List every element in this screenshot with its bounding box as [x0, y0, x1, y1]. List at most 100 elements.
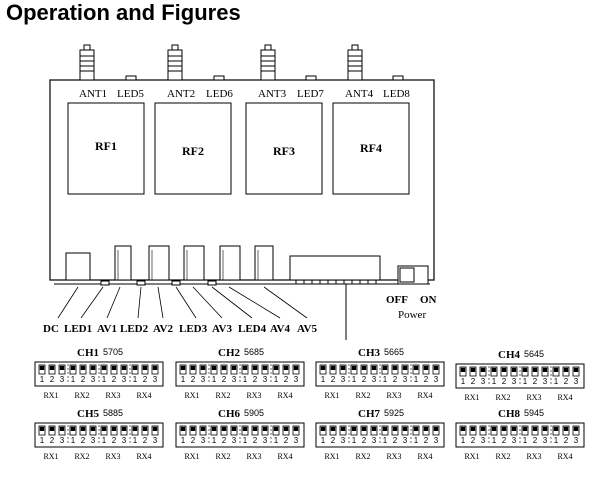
- dip-switch-number: 3: [543, 436, 548, 445]
- port-label-av4: AV4: [270, 323, 290, 335]
- dip-switch-number: 3: [153, 375, 158, 384]
- dip-switch-number: 2: [112, 436, 117, 445]
- channel-frequency: 5645: [524, 349, 544, 359]
- dip-switch-knob: [371, 365, 377, 370]
- dip-switch-number: 3: [512, 377, 517, 386]
- dip-switch-knob: [273, 365, 279, 370]
- dip-switch-knob: [532, 426, 538, 431]
- dip-switch-knob: [242, 426, 248, 431]
- dip-switch-number: 2: [424, 375, 429, 384]
- dip-switch-knob: [351, 365, 357, 370]
- dip-switch-knob: [111, 426, 117, 431]
- dip-switch-knob: [39, 365, 45, 370]
- dip-switch-knob: [413, 365, 419, 370]
- dip-switch-number: 3: [341, 375, 346, 384]
- port-label-av1: AV1: [97, 323, 117, 335]
- dip-switch-knob: [200, 365, 206, 370]
- dip-switch-knob: [511, 426, 517, 431]
- receiver-label: RX3: [246, 391, 261, 400]
- dip-switch-number: 1: [492, 436, 497, 445]
- dip-switch-number: 2: [424, 436, 429, 445]
- dip-switch-number: 3: [232, 375, 237, 384]
- dip-switch-number: 2: [284, 436, 289, 445]
- dip-switch-number: 2: [533, 377, 538, 386]
- power-on-label: ON: [420, 294, 437, 306]
- dip-switch-knob: [111, 365, 117, 370]
- port-leader-lines: [57, 286, 308, 319]
- receiver-label: RX4: [417, 452, 432, 461]
- dip-switch-knob: [211, 426, 217, 431]
- dip-switch-knob: [470, 367, 476, 372]
- receiver-label: RX2: [74, 391, 89, 400]
- channel-frequency: 5885: [103, 408, 123, 418]
- receiver-label: RX3: [105, 391, 120, 400]
- dip-switch-knob: [242, 365, 248, 370]
- dip-switch-number: 3: [263, 436, 268, 445]
- dip-switch-knob: [59, 365, 65, 370]
- dip-switch-number: 1: [71, 436, 76, 445]
- dip-switch-knob: [49, 426, 55, 431]
- dip-switch-number: 1: [274, 436, 279, 445]
- led-3: [171, 280, 181, 286]
- rf-module-3: [245, 102, 323, 195]
- dip-switch-number: 1: [133, 436, 138, 445]
- dip-switch-knob: [573, 426, 579, 431]
- dip-switch-knob: [121, 426, 127, 431]
- dip-switch-knob: [101, 365, 107, 370]
- dip-switch-number: 2: [284, 375, 289, 384]
- dip-switch-knob: [330, 426, 336, 431]
- dip-switch-knob: [340, 426, 346, 431]
- dip-switch-number: 3: [263, 375, 268, 384]
- dip-switch-knob: [132, 426, 138, 431]
- receiver-label: RX4: [136, 391, 151, 400]
- dip-switch-knob: [262, 365, 268, 370]
- dip-switch-number: 3: [91, 375, 96, 384]
- dip-switch-number: 1: [40, 436, 45, 445]
- dip-switch-number: 2: [222, 375, 227, 384]
- led-6: [213, 75, 225, 81]
- dip-switch-number: 2: [471, 377, 476, 386]
- dip-switch-knob: [283, 426, 289, 431]
- receiver-label: RX2: [215, 452, 230, 461]
- av5-connector: [254, 245, 274, 281]
- led6-label: LED6: [206, 88, 233, 100]
- dip-switch-knob: [90, 365, 96, 370]
- channel-name: CH2: [218, 347, 241, 359]
- rf4-label: RF4: [360, 141, 382, 155]
- dip-switch-number: 3: [60, 375, 65, 384]
- dip-switch-number: 3: [512, 436, 517, 445]
- antenna-3: [260, 44, 276, 81]
- receiver-label: RX3: [386, 391, 401, 400]
- rf2-label: RF2: [182, 144, 204, 158]
- dip-switch-number: 3: [434, 375, 439, 384]
- dip-switch-number: 1: [133, 375, 138, 384]
- dip-switch-number: 3: [372, 375, 377, 384]
- av4-connector: [219, 245, 241, 281]
- dip-switch-number: 2: [222, 436, 227, 445]
- dip-switch-number: 2: [362, 436, 367, 445]
- ant2-label: ANT2: [167, 88, 195, 100]
- dip-switch-number: 1: [461, 436, 466, 445]
- dip-switch-number: 2: [533, 436, 538, 445]
- dip-switch-number: 2: [564, 377, 569, 386]
- dip-switch-number: 3: [372, 436, 377, 445]
- dip-switch-knob: [190, 365, 196, 370]
- receiver-label: RX1: [464, 452, 479, 461]
- dip-switch-number: 2: [191, 375, 196, 384]
- dip-switch-number: 2: [331, 436, 336, 445]
- receiver-label: RX4: [557, 393, 572, 402]
- dip-switch-number: 3: [201, 375, 206, 384]
- receiver-label: RX2: [355, 391, 370, 400]
- dip-switch-knob: [39, 426, 45, 431]
- dip-switch-knob: [320, 426, 326, 431]
- channel-name: CH7: [358, 408, 381, 420]
- port-label-av5: AV5: [297, 323, 317, 335]
- dip-switch-knob: [132, 365, 138, 370]
- dip-switch-number: 3: [122, 375, 127, 384]
- dip-switch-knob: [190, 426, 196, 431]
- dip-switch-knob: [330, 365, 336, 370]
- dip-switch-number: 2: [471, 436, 476, 445]
- receiver-label: RX1: [43, 452, 58, 461]
